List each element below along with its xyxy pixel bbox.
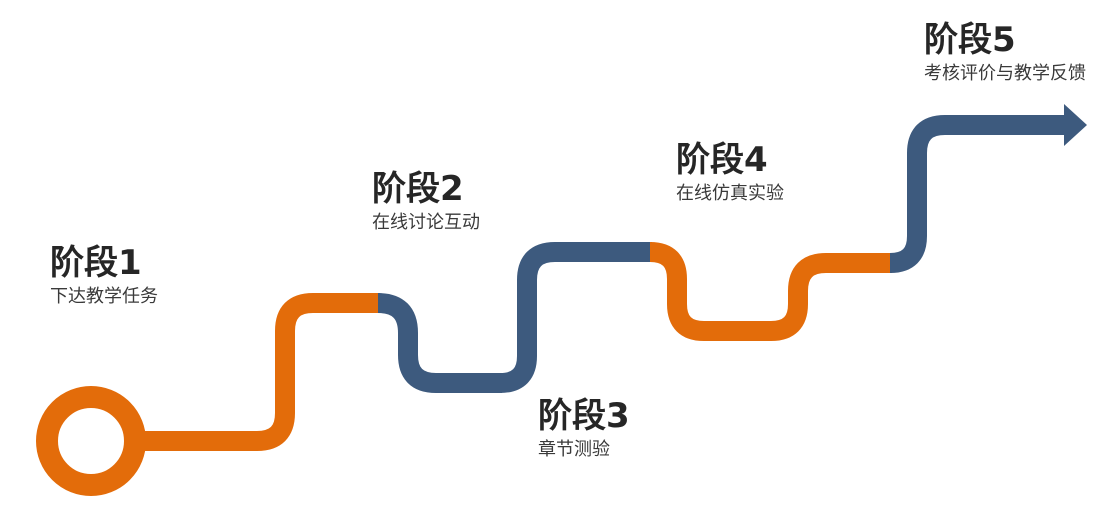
stage-3-title: 阶段3 — [538, 396, 630, 436]
start-ring-icon — [36, 386, 146, 496]
path-segment-2 — [377, 293, 502, 393]
stage-1-label: 阶段1 下达教学任务 — [50, 243, 158, 309]
stage-5-title: 阶段5 — [924, 20, 1016, 60]
stage-3-desc: 章节测验 — [538, 439, 610, 460]
stage-4-title: 阶段4 — [676, 140, 768, 180]
stage-5-desc: 考核评价与教学反馈 — [924, 63, 1086, 84]
stage-5-label: 阶段5 考核评价与教学反馈 — [924, 20, 1086, 86]
arrow-right-icon — [1064, 104, 1087, 146]
path-segment-1 — [130, 293, 380, 451]
path-segment-4 — [649, 242, 892, 341]
stage-3-label: 阶段3 章节测验 — [538, 396, 630, 462]
path-segment-5 — [889, 115, 1066, 273]
stage-4-desc: 在线仿真实验 — [676, 183, 784, 204]
stage-4-label: 阶段4 在线仿真实验 — [676, 140, 784, 206]
stage-1-desc: 下达教学任务 — [50, 286, 158, 307]
stage-1-title: 阶段1 — [50, 243, 142, 283]
stage-2-label: 阶段2 在线讨论互动 — [372, 169, 480, 235]
path-segment-3 — [499, 242, 652, 393]
stage-2-title: 阶段2 — [372, 169, 464, 209]
stage-2-desc: 在线讨论互动 — [372, 212, 480, 233]
